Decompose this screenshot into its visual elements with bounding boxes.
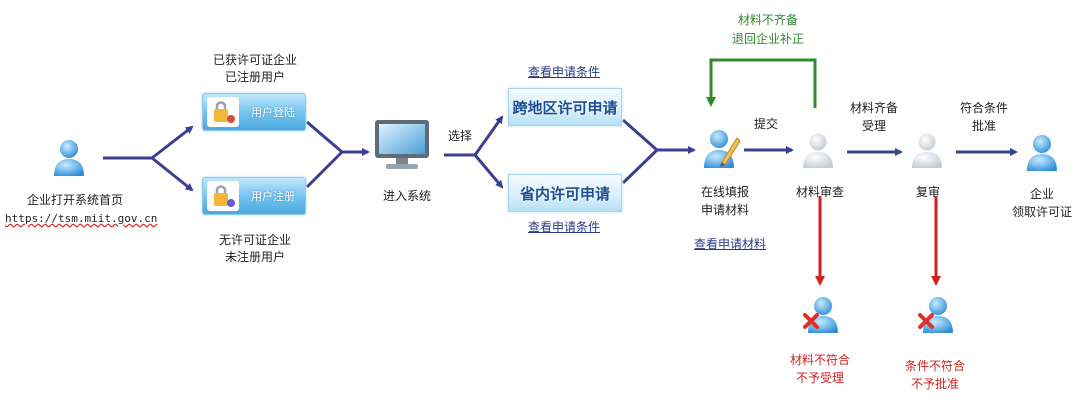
arrow-login-merge [307,122,342,152]
fill-online-line1: 在线填报 [690,184,760,201]
not-approved-user-icon [918,295,956,335]
choose-label: 选择 [440,128,480,145]
fill-online-line2: 申请材料 [690,202,760,219]
rechecker-icon [910,132,944,170]
reject-accept-line2: 不予受理 [780,370,860,387]
submit-label: 提交 [748,116,784,133]
user-login-label: 用户登陆 [251,94,299,130]
arrow-return-for-correction [711,60,815,108]
reviewer-icon [801,132,835,170]
registered-user-line2: 已注册用户 [200,69,310,86]
system-url[interactable]: https://tsm.miit.gov.cn [5,210,150,227]
cross-region-apply-button[interactable]: 跨地区许可申请 [508,88,622,126]
register-lock-icon [207,181,239,211]
user-register-button[interactable]: 用户注册 [202,177,306,215]
enter-system-label: 进入系统 [372,188,442,205]
rejected-user-icon [803,295,841,335]
license-holder-icon [1025,133,1059,173]
arrow-to-login [152,127,192,158]
in-province-apply-button[interactable]: 省内许可申请 [508,174,622,212]
enterprise-license-line1: 企业 [1005,186,1079,203]
arrow-register-merge [307,152,342,187]
arrow-province-merge [623,150,657,183]
computer-monitor-icon [372,118,434,174]
user-login-button[interactable]: 用户登陆 [202,93,306,131]
approve-line1: 符合条件 [950,100,1018,117]
in-province-conditions-link[interactable]: 查看申请条件 [505,219,623,236]
reject-approve-line2: 不予批准 [895,376,975,393]
user-register-label: 用户注册 [251,178,299,214]
material-review-label: 材料审查 [788,184,852,201]
enterprise-user-icon [52,138,86,178]
fill-form-user-icon [702,128,740,170]
approve-line2: 批准 [950,118,1018,135]
start-label: 企业打开系统首页 [0,192,150,209]
new-user-line1: 无许可证企业 [200,232,310,249]
arrow-to-register [152,158,192,190]
reject-approve-line1: 条件不符合 [895,358,975,375]
incomplete-line1: 材料不齐备 [720,12,816,29]
incomplete-line2: 退回企业补正 [720,31,816,48]
arrow-cross-merge [623,120,657,150]
lock-icon [207,97,239,127]
reject-accept-line1: 材料不符合 [780,352,860,369]
cross-region-conditions-link[interactable]: 查看申请条件 [505,64,623,81]
arrow-to-province [475,155,502,187]
accept-line2: 受理 [844,118,904,135]
recheck-label: 复审 [906,184,950,201]
enterprise-license-line2: 领取许可证 [1005,204,1079,221]
new-user-line2: 未注册用户 [200,249,310,266]
view-materials-link[interactable]: 查看申请材料 [684,236,776,253]
registered-user-line1: 已获许可证企业 [200,52,310,69]
accept-line1: 材料齐备 [844,100,904,117]
